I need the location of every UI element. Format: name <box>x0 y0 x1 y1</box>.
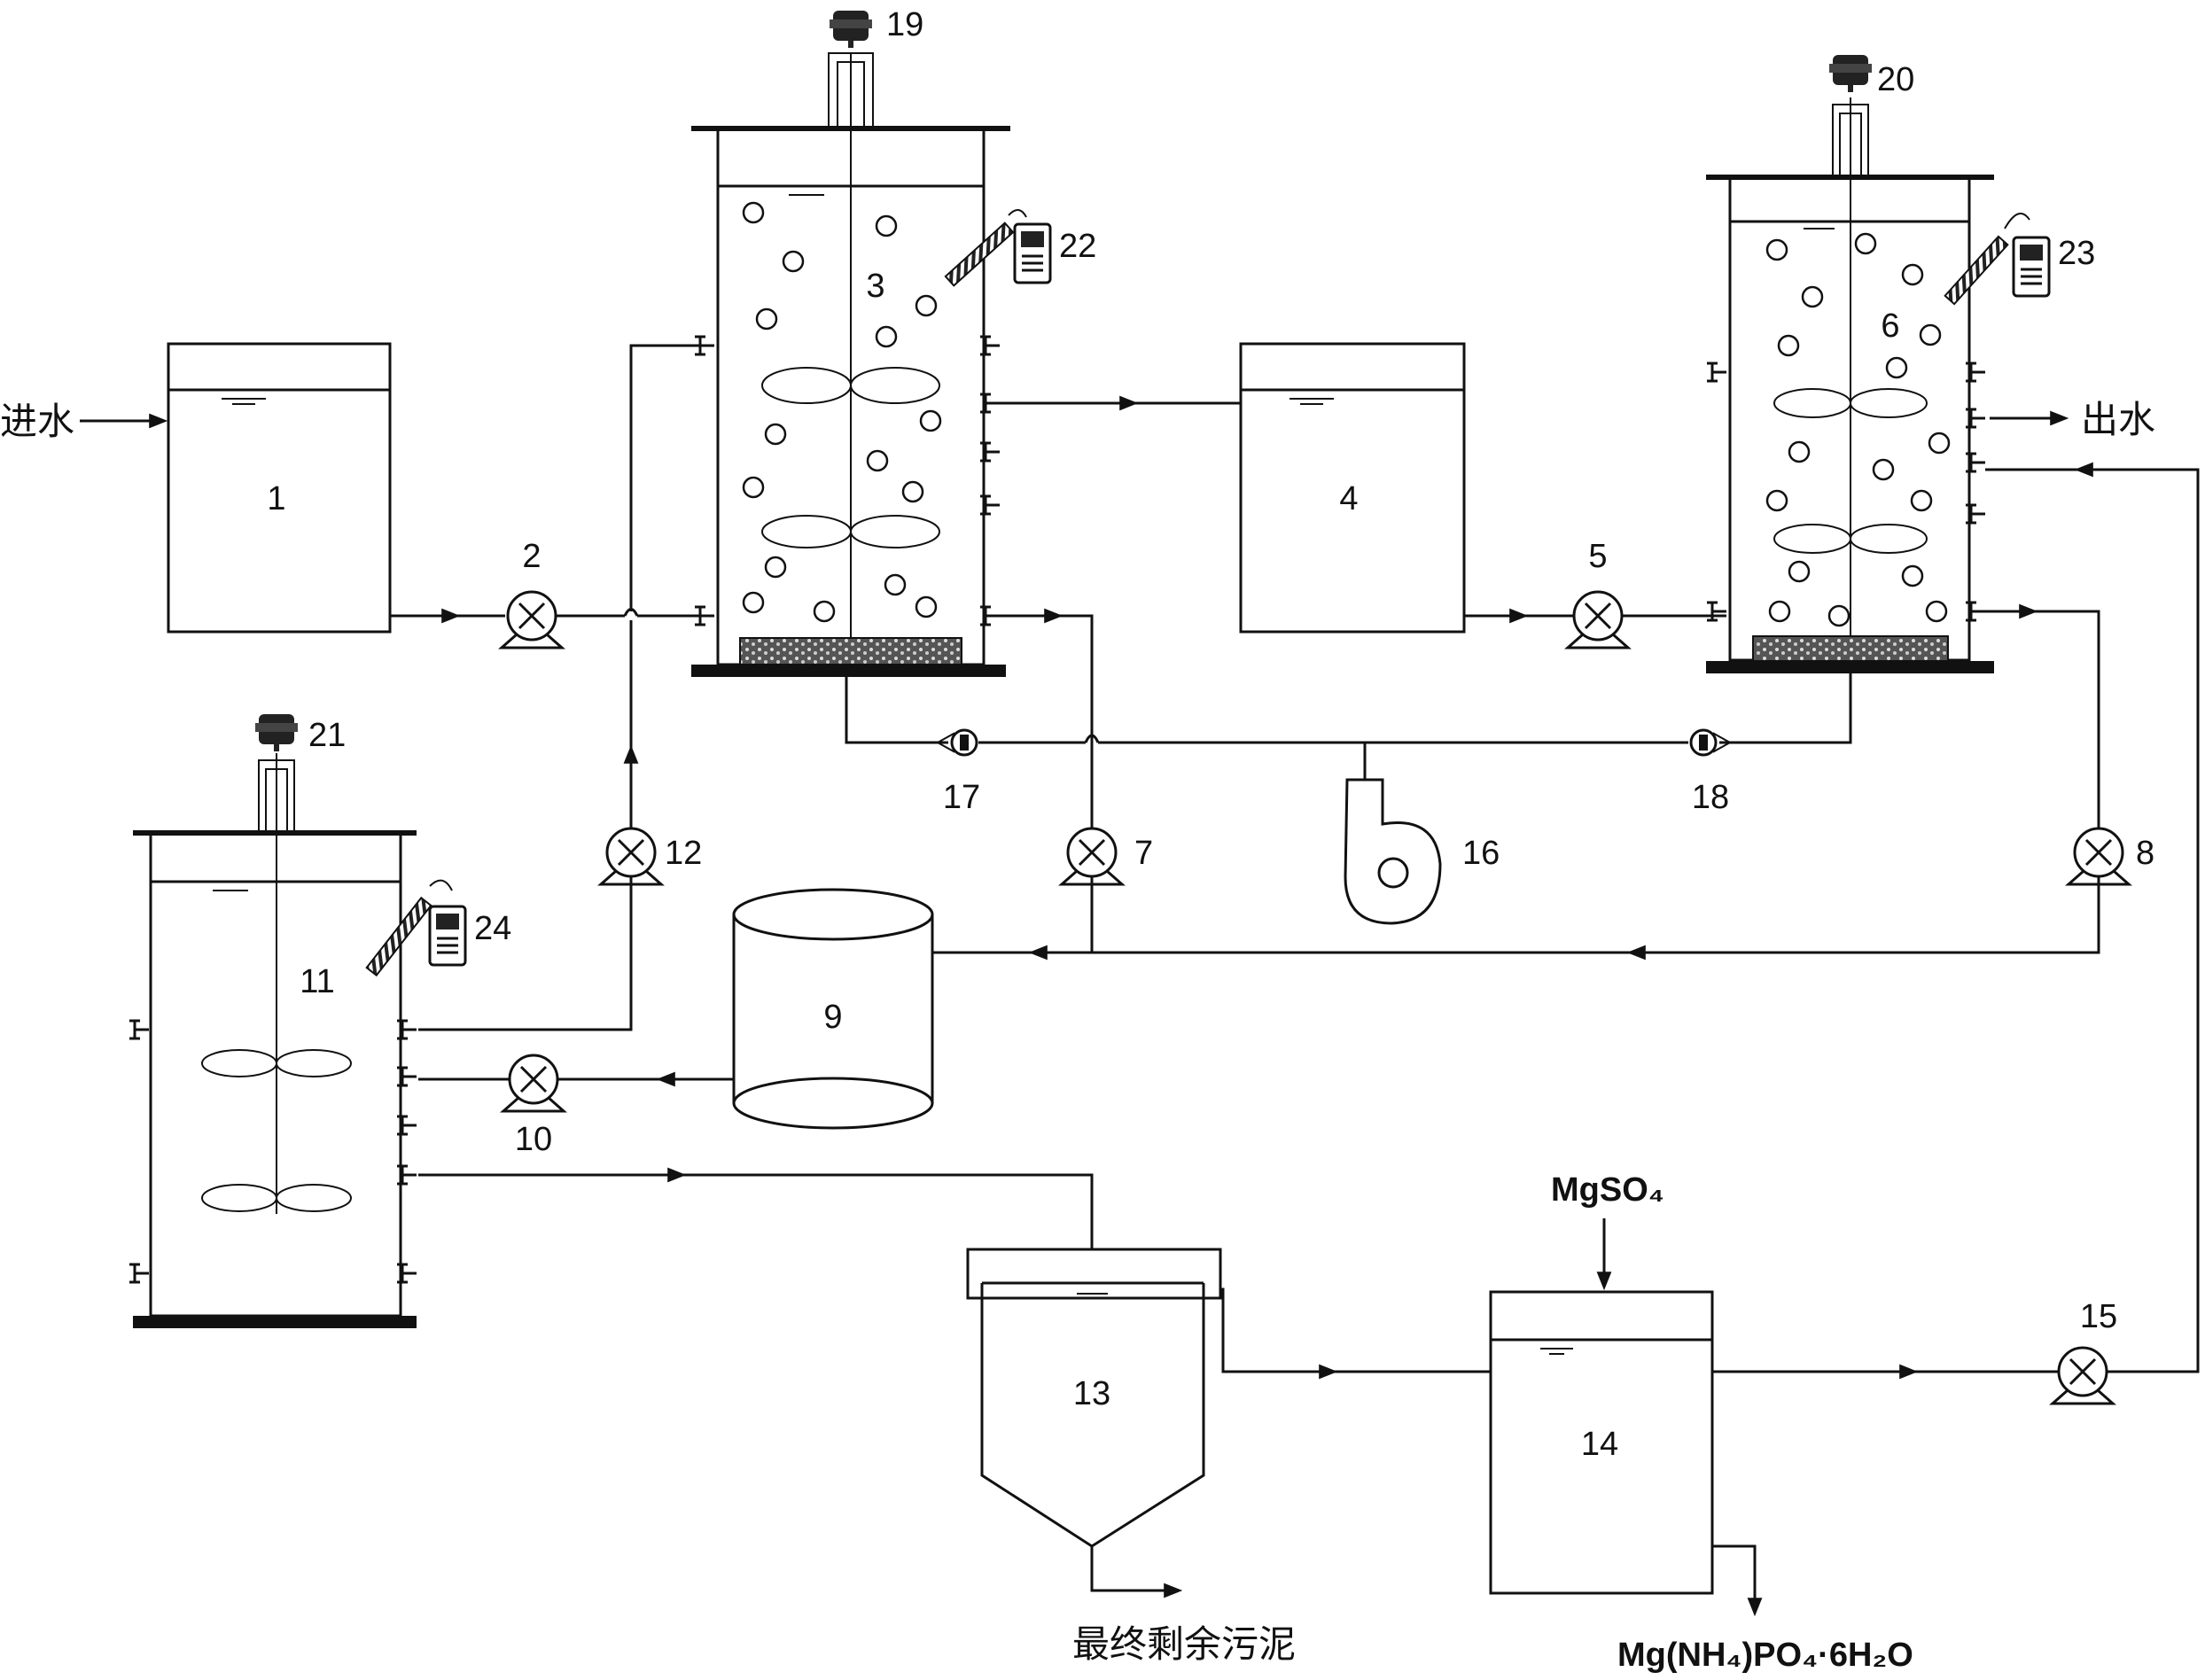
probe-22-icon <box>944 209 1052 287</box>
label-19: 19 <box>886 6 923 43</box>
motor-19-icon <box>830 11 872 48</box>
pipes <box>390 344 2200 1380</box>
label-5: 5 <box>1588 538 1607 575</box>
tank-14-struvite: 14 <box>1489 1290 1714 1595</box>
reactor-11: 11 <box>128 753 418 1328</box>
label-8: 8 <box>2136 835 2154 872</box>
motor-20-icon <box>1829 55 1872 92</box>
struvite-label: Mg(NH₄)PO₄·6H₂O <box>1617 1637 1913 1674</box>
reactor-3-base <box>691 665 1006 677</box>
reactor-6: 6 <box>1705 97 1994 673</box>
label-24: 24 <box>474 910 511 947</box>
settler-13: 13 <box>966 1248 1222 1548</box>
outflow-label: 出水 <box>2081 398 2155 441</box>
label-9: 9 <box>823 999 842 1036</box>
sludge-label: 最终剩余污泥 <box>1072 1622 1296 1666</box>
pump-5-icon <box>1566 590 1630 649</box>
inflow-label: 进水 <box>0 400 74 443</box>
pump-7-icon <box>1060 827 1124 886</box>
struvite-outlet <box>1712 1544 1763 1617</box>
motor-21-icon <box>255 714 298 751</box>
label-22: 22 <box>1059 228 1096 265</box>
pump-10-icon <box>502 1054 565 1113</box>
sludge-outlet <box>1090 1546 1183 1598</box>
label-11: 11 <box>300 963 334 1000</box>
label-13: 13 <box>1073 1375 1110 1412</box>
pump-12-icon <box>599 827 663 886</box>
label-10: 10 <box>515 1121 552 1158</box>
label-4: 4 <box>1339 480 1358 517</box>
label-16: 16 <box>1462 835 1500 872</box>
reactor-3: 3 <box>691 52 1010 677</box>
label-1: 1 <box>267 480 285 517</box>
label-7: 7 <box>1134 835 1153 872</box>
label-12: 12 <box>665 835 702 872</box>
mgso4-label: MgSO₄ <box>1551 1171 1664 1209</box>
label-21: 21 <box>308 717 346 754</box>
reactor-3-media-bed <box>739 637 962 665</box>
probe-24-icon <box>365 879 467 977</box>
label-23: 23 <box>2058 235 2095 272</box>
reactor-11-base <box>133 1316 417 1328</box>
tank-1-raw-water: 1 <box>167 342 392 634</box>
tank-9-cylinder: 9 <box>732 888 934 1130</box>
label-14: 14 <box>1581 1426 1618 1463</box>
label-2: 2 <box>522 538 541 575</box>
reactor-6-base <box>1706 661 1994 673</box>
label-15: 15 <box>2080 1298 2117 1335</box>
pump-15-icon <box>2051 1346 2115 1405</box>
label-18: 18 <box>1692 779 1729 816</box>
tank-4-intermediate: 4 <box>1239 342 1466 634</box>
label-3: 3 <box>866 268 884 305</box>
pump-8-icon <box>2067 827 2131 886</box>
label-20: 20 <box>1877 61 1914 98</box>
pump-2-icon <box>500 590 564 649</box>
label-6: 6 <box>1881 307 1899 345</box>
blower-16-icon <box>1344 778 1442 925</box>
probe-23-icon <box>1944 212 2051 306</box>
label-17: 17 <box>943 779 980 816</box>
reactor-6-media-bed <box>1752 635 1949 662</box>
